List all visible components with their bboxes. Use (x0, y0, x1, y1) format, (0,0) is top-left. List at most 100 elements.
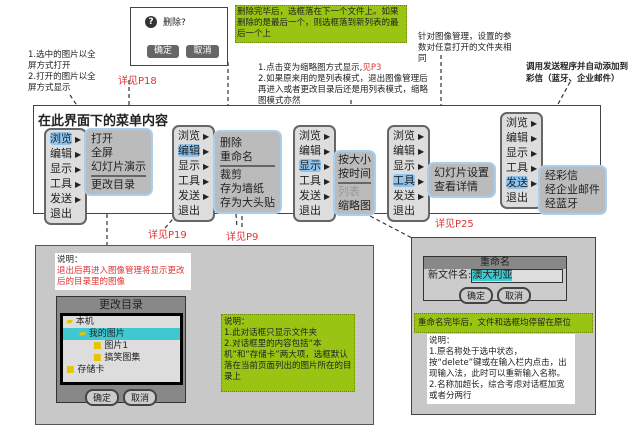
change-dir-ok-button[interactable]: 确定 (84, 389, 119, 406)
tree-item[interactable]: ▰ 本机 (66, 317, 94, 327)
menu-item-tools[interactable]: 工具▶ (299, 174, 331, 187)
note-line: 2.如果原来用的是列表模式，退出图像管理后再进入或者更改目录后还是用列表模式，缩… (258, 74, 429, 106)
folder-icon: ■ (93, 341, 102, 351)
submenu-item-slideshow-settings[interactable]: 幻灯片设置 (434, 166, 489, 179)
note-line: 1.点击变为缩略图方式显示, (258, 63, 363, 73)
new-filename-input[interactable]: 澳大利亚 (471, 269, 564, 283)
ref-p18[interactable]: 详见P18 (118, 76, 157, 87)
delete-ok-button[interactable]: 确定 (147, 45, 179, 58)
change-dir-note: 说明： 退出后再进入图像管理将显示更改后的目录里的图像 (55, 253, 191, 290)
note-line: 2.打开的图片以全屏方式显示 (28, 72, 96, 93)
tools-note: 针对图像管理，设置的参数对任意打开的文件夹相同 (418, 32, 512, 64)
submenu-item-details[interactable]: 查看详情 (434, 180, 478, 193)
submenu-item-slideshow[interactable]: 幻灯片演示 (91, 160, 146, 173)
rename-ok-button[interactable]: 确定 (458, 287, 493, 304)
menu-item-display[interactable]: 显示▶ (506, 146, 538, 159)
delete-prompt: 删除? (163, 18, 186, 28)
menu-item-tools[interactable]: 工具▶ (50, 177, 82, 190)
submenu-item-rename[interactable]: 重命名 (220, 150, 253, 163)
note-label: 说明： (224, 317, 250, 327)
ref-p3[interactable]: 见P3 (362, 63, 382, 73)
menu-item-tools[interactable]: 工具▶ (506, 161, 538, 174)
note-line: 2.名称加超长，综合考虑对话框加宽或者分两行 (429, 380, 565, 401)
submenu-item-wallpaper[interactable]: 存为墙纸 (220, 182, 264, 195)
delete-cancel-button[interactable]: 取消 (186, 45, 219, 58)
change-dir-cancel-button[interactable]: 取消 (123, 389, 158, 406)
change-dir-green-note: 说明： 1.此对话框只显示文件夹 2.对话框里的内容包括“本机”和“存储卡”两大… (221, 314, 355, 392)
menu-item-exit[interactable]: 退出 (299, 204, 321, 217)
menu-item-send[interactable]: 发送▶ (506, 176, 538, 189)
dialog-title: 更改目录 (99, 298, 143, 311)
menu-item-send[interactable]: 发送▶ (50, 192, 82, 205)
rename-cancel-button[interactable]: 取消 (497, 287, 532, 304)
menu-item-browse[interactable]: 浏览▶ (178, 129, 210, 142)
menu-item-exit[interactable]: 退出 (178, 204, 200, 217)
menu-item-exit[interactable]: 退出 (393, 204, 415, 217)
submenu-item-delete[interactable]: 删除 (220, 136, 242, 149)
submenu-item-mms[interactable]: 经彩信 (545, 169, 578, 182)
menu-item-edit[interactable]: 编辑▶ (506, 131, 538, 144)
menu-item-send[interactable]: 发送▶ (299, 189, 331, 202)
folder-icon: ■ (66, 365, 75, 375)
submenu-item-open[interactable]: 打开 (91, 132, 113, 145)
folder-icon: ■ (93, 353, 102, 363)
menu-item-browse[interactable]: 浏览▶ (393, 129, 425, 142)
ref-p25[interactable]: 详见P25 (435, 219, 474, 230)
note-line: 1.此对话框只显示文件夹 (224, 328, 318, 338)
menu-item-display[interactable]: 显示▶ (393, 159, 425, 172)
submenu-browse: 打开 全屏 幻灯片演示 更改目录 (84, 128, 153, 196)
menu-item-exit[interactable]: 退出 (506, 191, 528, 204)
submenu-item-email[interactable]: 经企业邮件 (545, 183, 600, 196)
menu-panel-title: 在此界面下的菜单内容 (38, 114, 169, 129)
submenu-tools: 幻灯片设置 查看详情 (427, 162, 496, 198)
change-dir-panel: 说明： 退出后再进入图像管理将显示更改后的目录里的图像 更改目录 ▰ 本机 ▰ … (35, 245, 374, 425)
submenu-item-by-size[interactable]: 按大小 (338, 153, 371, 166)
menu-item-display[interactable]: 显示▶ (299, 159, 331, 172)
submenu-display: 按大小 按时间 列表 缩略图 (333, 150, 376, 216)
rename-panel: 重命名 新文件名:澳大利亚 确定取消 重命名完毕后，文件和选框均停留在原位 说明… (411, 237, 596, 415)
menu-item-edit[interactable]: 编辑▶ (178, 144, 210, 157)
menu-item-exit[interactable]: 退出 (50, 207, 72, 220)
submenu-item-thumbnail[interactable]: 缩略图 (338, 199, 371, 212)
dialog-title: 重命名 (424, 257, 566, 269)
tree-item[interactable]: ■ 存储卡 (66, 365, 105, 375)
submenu-item-bluetooth[interactable]: 经蓝牙 (545, 197, 578, 210)
main-menu-2: 浏览▶ 编辑▶ 显示▶ 工具▶ 发送▶ 退出 (172, 125, 216, 222)
menu-item-edit[interactable]: 编辑▶ (299, 144, 331, 157)
menu-item-display[interactable]: 显示▶ (50, 162, 82, 175)
menu-item-send[interactable]: 发送▶ (178, 189, 210, 202)
note-line: 2.对话框里的内容包括“本机”和“存储卡”两大项，选框默认落在当前页面列出的图片… (224, 339, 352, 382)
menu-item-browse[interactable]: 浏览▶ (299, 129, 331, 142)
submenu-item-by-time[interactable]: 按时间 (338, 167, 371, 180)
menu-item-tools[interactable]: 工具▶ (178, 174, 210, 187)
menu-item-tools[interactable]: 工具▶ (393, 174, 425, 187)
divider (338, 182, 371, 184)
rename-green-note: 重命名完毕后，文件和选框均停留在原位 (414, 313, 593, 333)
fullscreen-note: 1.选中的图片以全屏方式打开 2.打开的图片以全屏方式显示 (28, 50, 103, 94)
delete-dialog: ? 删除? 确定 取消 (130, 7, 228, 66)
note-text: 退出后再进入图像管理将显示更改后的目录里的图像 (57, 266, 185, 287)
ref-p9[interactable]: 详见P9 (226, 232, 259, 243)
submenu-item-crop[interactable]: 裁剪 (220, 168, 242, 181)
submenu-item-fullscreen[interactable]: 全屏 (91, 146, 113, 159)
tree-item[interactable]: ■ 图片1 (93, 341, 129, 351)
menu-item-edit[interactable]: 编辑▶ (393, 144, 425, 157)
tree-item-selected[interactable]: ▰ 我的图片 (63, 328, 180, 340)
menu-item-edit[interactable]: 编辑▶ (50, 147, 82, 160)
submenu-item-list[interactable]: 列表 (338, 185, 360, 198)
folder-open-icon: ▰ (66, 317, 73, 327)
submenu-item-sticker[interactable]: 存为大头贴 (220, 196, 275, 209)
main-menu-4: 浏览▶ 编辑▶ 显示▶ 工具▶ 发送▶ 退出 (387, 125, 431, 222)
folder-tree: ▰ 本机 ▰ 我的图片 ■ 图片1 ■ 搞笑图集 ■ 存储卡 (60, 313, 183, 385)
ref-p19[interactable]: 详见P19 (148, 230, 187, 241)
menu-item-display[interactable]: 显示▶ (178, 159, 210, 172)
submenu-edit: 删除 重命名 裁剪 存为墙纸 存为大头贴 (213, 130, 282, 214)
submenu-item-change-dir[interactable]: 更改目录 (91, 178, 135, 191)
tree-item[interactable]: ■ 搞笑图集 (93, 353, 141, 363)
menu-item-send[interactable]: 发送▶ (393, 189, 425, 202)
menu-item-browse[interactable]: 浏览▶ (506, 116, 538, 129)
delete-note: 删除完毕后，选框落在下一个文件上。如果删除的是最后一个，则选框落到新列表的最后一… (235, 5, 407, 43)
menu-item-browse[interactable]: 浏览▶ (50, 132, 82, 145)
main-menu-1: 浏览▶ 编辑▶ 显示▶ 工具▶ 发送▶ 退出 (44, 128, 88, 225)
main-menu-5: 浏览▶ 编辑▶ 显示▶ 工具▶ 发送▶ 退出 (500, 112, 544, 209)
